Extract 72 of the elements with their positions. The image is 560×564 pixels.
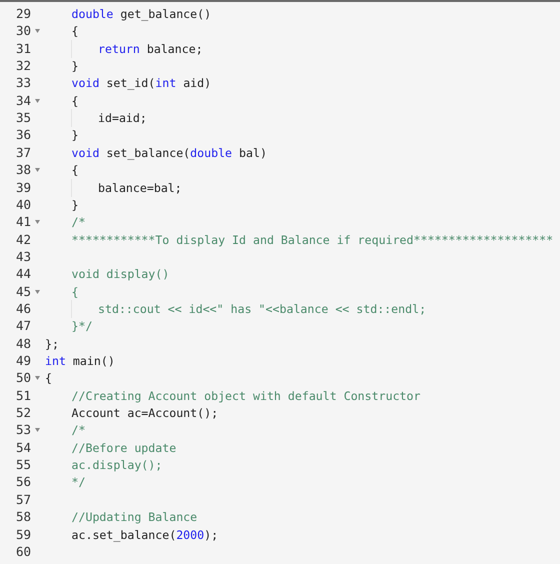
code-comment: //Updating Balance xyxy=(72,509,198,526)
code-text: { xyxy=(72,162,78,180)
code-text: id=aid; xyxy=(98,110,147,128)
line-number: 57 xyxy=(14,490,31,509)
line-number: 32 xyxy=(14,57,31,76)
line-number: 55 xyxy=(14,456,31,474)
code-text: { xyxy=(45,370,52,388)
line-number: 35 xyxy=(14,109,31,128)
keyword: void xyxy=(72,144,100,162)
line-number: 37 xyxy=(14,144,31,162)
line-number: 53 xyxy=(14,421,31,440)
line-number: 51 xyxy=(14,386,31,405)
code-text: } xyxy=(72,196,78,214)
line-number: 39 xyxy=(14,178,31,196)
line-number: 45 xyxy=(14,282,31,301)
code-text: main() xyxy=(72,353,115,370)
line-number: 33 xyxy=(14,74,31,92)
code-text: } xyxy=(72,127,78,144)
line-number: 50 xyxy=(14,369,31,388)
keyword: double xyxy=(190,144,232,162)
code-text: ); xyxy=(204,526,218,544)
line-number: 52 xyxy=(14,404,31,422)
code-text: set_id( xyxy=(106,75,156,92)
code-text: aid) xyxy=(183,75,212,92)
line-number: 30 xyxy=(14,22,31,40)
line-number: 54 xyxy=(14,438,31,457)
line-number: 58 xyxy=(14,508,31,526)
line-number: 44 xyxy=(14,265,31,284)
code-comment: std::cout << id<<" has "<<balance << std::endl; xyxy=(98,300,426,318)
line-number: 49 xyxy=(14,352,31,370)
keyword: return xyxy=(98,40,140,58)
code-text: set_balance( xyxy=(106,144,190,162)
code-comment: /* xyxy=(72,422,86,440)
code-text: }; xyxy=(45,336,59,353)
line-number: 29 xyxy=(14,5,31,23)
line-number: 43 xyxy=(14,248,31,266)
code-comment: */ xyxy=(72,474,86,492)
code-text: Account ac=Account(); xyxy=(72,405,218,422)
code-comment: /* xyxy=(72,214,86,232)
line-number: 38 xyxy=(14,161,31,180)
keyword: double xyxy=(72,6,114,23)
keyword: void xyxy=(72,75,100,92)
line-number: 60 xyxy=(14,542,31,561)
keyword: int xyxy=(155,75,176,92)
code-text: { xyxy=(72,23,78,40)
code-text: { xyxy=(72,92,78,110)
line-number: 56 xyxy=(14,473,31,492)
line-number: 42 xyxy=(14,230,31,249)
code-text: } xyxy=(72,58,78,76)
code-text: balance=bal; xyxy=(98,180,182,196)
line-number: 47 xyxy=(14,317,31,336)
code-comment: ac.display(); xyxy=(72,457,162,474)
line-number: 31 xyxy=(14,40,31,58)
code-text: get_balance() xyxy=(120,6,212,23)
keyword: int xyxy=(45,353,66,370)
line-number: 46 xyxy=(14,300,31,318)
code-comment: { xyxy=(72,284,78,301)
line-number: 34 xyxy=(14,92,31,110)
code-comment: }*/ xyxy=(72,318,92,336)
line-number: 59 xyxy=(14,526,31,544)
code-comment: //Creating Account object with default Constructor xyxy=(72,388,421,405)
code-comment: //Before update xyxy=(72,440,176,457)
number-literal: 2000 xyxy=(176,526,204,544)
line-number: 41 xyxy=(14,213,31,232)
line-number: 48 xyxy=(14,334,31,353)
code-text: bal) xyxy=(239,144,267,162)
line-number: 40 xyxy=(14,196,31,214)
line-number: 36 xyxy=(14,126,31,144)
code-text: ac.set_balance( xyxy=(72,526,176,544)
code-comment: void display() xyxy=(72,266,170,284)
code-comment: ************To display Id and Balance if required******************** xyxy=(72,232,554,249)
code-text: balance; xyxy=(146,40,203,58)
